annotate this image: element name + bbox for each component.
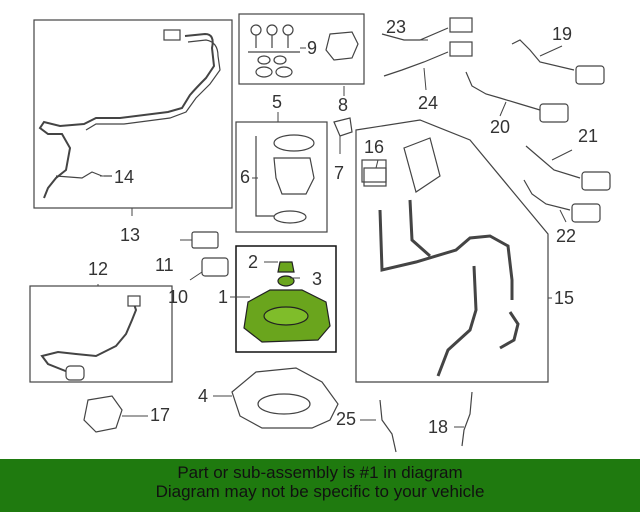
callout-7: 7 [334, 163, 345, 183]
fuel-tank-4 [231, 367, 339, 429]
banner-line-1: Part or sub-assembly is #1 in diagram [177, 463, 463, 482]
callout-24: 24 [418, 93, 439, 113]
vent-line-25 [379, 399, 397, 453]
pump-ring-5 [273, 134, 315, 152]
sensor-cable-19 [511, 39, 575, 71]
callout-11: 11 [155, 255, 174, 275]
connector-11 [191, 231, 219, 249]
pump-seal [273, 210, 307, 224]
sensor-cable-24 [383, 51, 449, 77]
sensor-18 [461, 391, 473, 447]
callout-3: 3 [312, 269, 323, 289]
clip-7 [333, 117, 353, 137]
sensor-16 [363, 167, 387, 187]
fuel-line-13 [38, 32, 216, 199]
highlighted-part-1 [243, 261, 331, 343]
callout-1: 1 [218, 287, 229, 307]
callout-8: 8 [338, 95, 349, 115]
callout-22: 22 [556, 226, 577, 246]
callout-18: 18 [428, 417, 449, 437]
sensor-10 [201, 257, 229, 277]
box-fuel-line-13 [33, 19, 233, 209]
valve-8 [325, 31, 359, 61]
callout-13: 13 [120, 225, 141, 245]
callout-23: 23 [386, 17, 407, 37]
sensor-cable-22 [523, 179, 571, 211]
fuel-pump-6 [273, 157, 315, 195]
box-fuel-pump-6 [235, 121, 328, 233]
sensor-cable-21 [525, 145, 581, 179]
box-pipe-12 [29, 285, 173, 383]
callout-21: 21 [578, 126, 599, 146]
sensor-cable-20 [465, 71, 541, 111]
callout-15: 15 [554, 288, 575, 308]
callout-25: 25 [336, 409, 357, 429]
callout-17: 17 [150, 405, 171, 425]
callout-5: 5 [272, 92, 283, 112]
box-highlighted-part-1 [235, 245, 337, 353]
callout-6: 6 [240, 167, 251, 187]
valve-17 [83, 395, 123, 433]
callout-20: 20 [490, 117, 511, 137]
callout-9: 9 [307, 38, 318, 58]
callout-2: 2 [248, 252, 259, 272]
callout-12: 12 [88, 259, 109, 279]
box-hoses-15 [355, 119, 549, 383]
disclaimer-banner: Part or sub-assembly is #1 in diagram Di… [0, 459, 640, 512]
banner-line-2: Diagram may not be specific to your vehi… [155, 482, 485, 501]
pipe-12 [40, 297, 138, 373]
callout-4: 4 [198, 386, 209, 406]
callout-14: 14 [114, 167, 135, 187]
screws-9 [250, 24, 294, 78]
box-screws-9 [238, 13, 365, 85]
callout-19: 19 [552, 24, 573, 44]
callout-16: 16 [364, 137, 385, 157]
callout-10: 10 [168, 287, 189, 307]
sensor-cable-23 [381, 27, 449, 41]
hoses-15 [378, 209, 514, 300]
